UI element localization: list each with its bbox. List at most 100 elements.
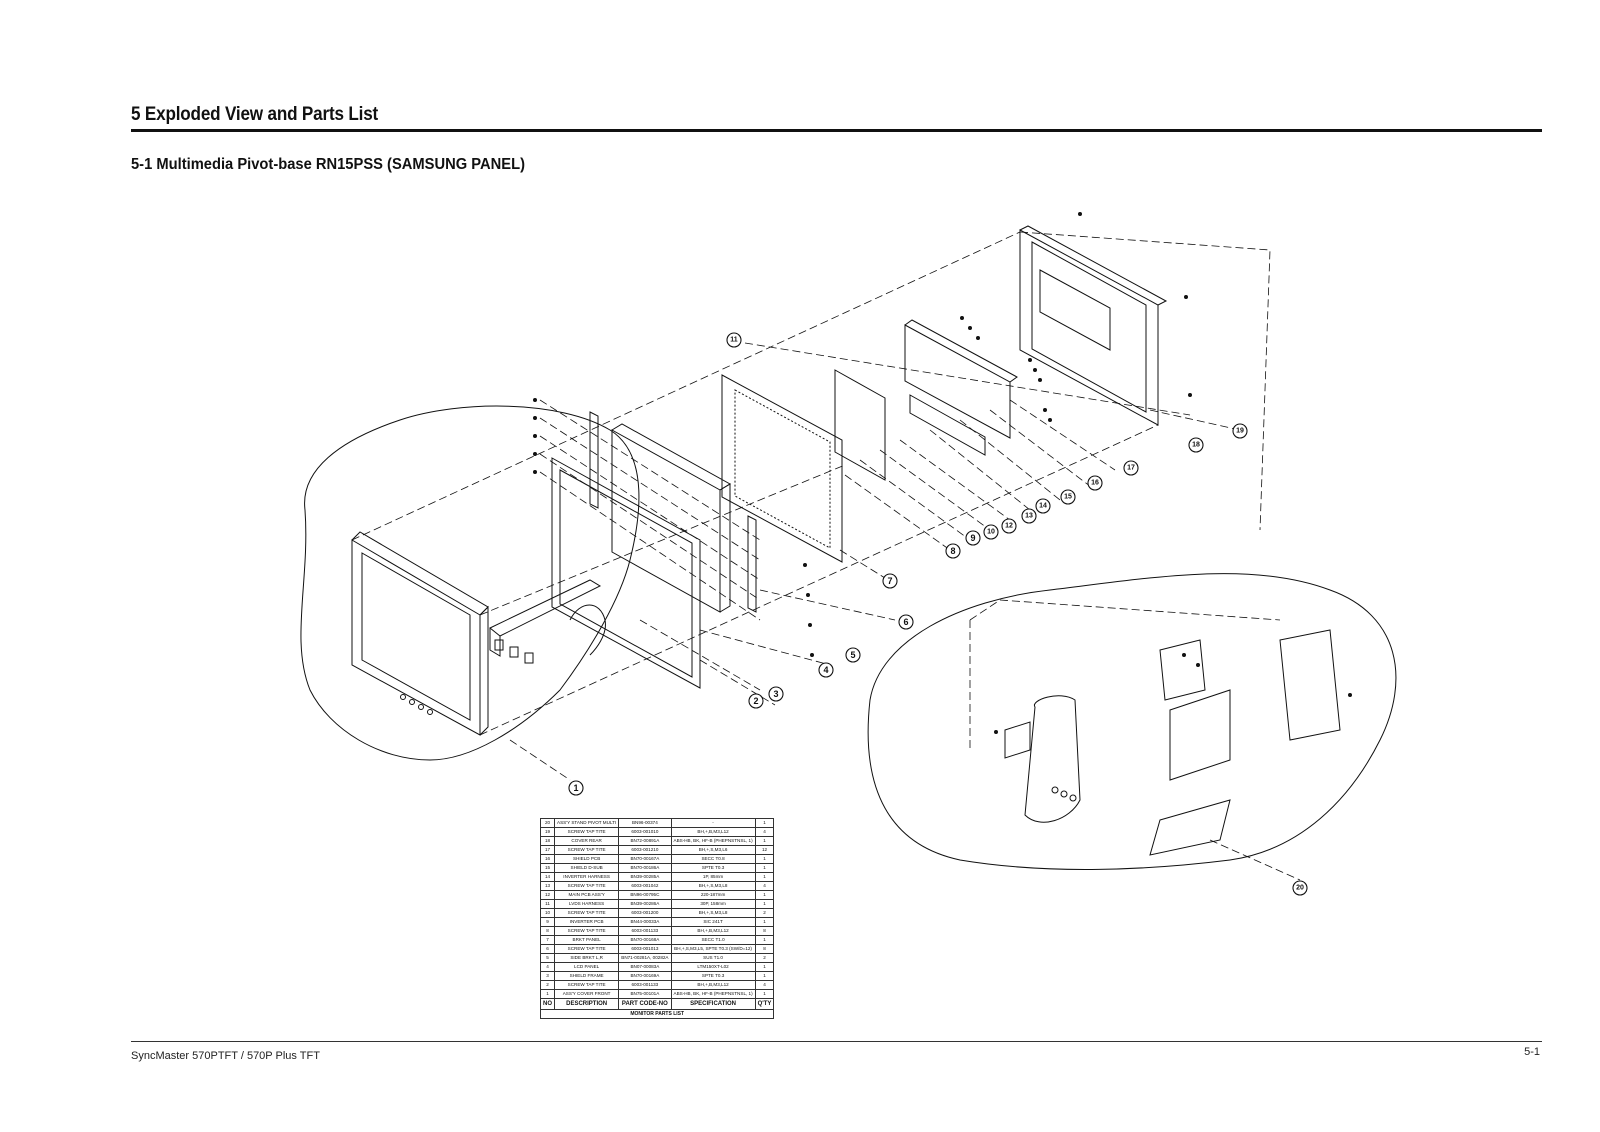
parts-cell-no: 17 bbox=[540, 845, 555, 855]
callout-15-label: 15 bbox=[1064, 494, 1072, 501]
callout-14-label: 14 bbox=[1039, 503, 1047, 510]
parts-cell-no: 11 bbox=[540, 899, 555, 909]
parts-cell-code: BN39-00285A bbox=[618, 872, 672, 882]
parts-cell-qty: 1 bbox=[754, 854, 775, 864]
parts-cell-desc: SHIELD PCB bbox=[553, 854, 620, 864]
callout-8 bbox=[945, 543, 961, 559]
bracket-panel bbox=[721, 374, 843, 563]
parts-cell-code: BN70-00167A bbox=[618, 854, 672, 864]
parts-cell-code: BN07-00083A bbox=[618, 962, 672, 972]
parts-cell-code: BN70-00169A bbox=[618, 971, 672, 981]
parts-cell-qty: 2 bbox=[754, 953, 775, 963]
callout-17 bbox=[1123, 460, 1139, 476]
callout-10-label: 10 bbox=[987, 529, 995, 536]
parts-cell-no: 20 bbox=[540, 818, 555, 828]
parts-cell-qty: 1 bbox=[754, 863, 775, 873]
parts-cell-code: BN96-00795C bbox=[618, 890, 672, 900]
callout-2 bbox=[748, 693, 764, 709]
parts-cell-no: 6 bbox=[540, 944, 555, 954]
parts-cell-qty: 1 bbox=[754, 989, 775, 999]
callout-3-label: 3 bbox=[773, 689, 778, 699]
parts-cell-code: 6003-001133 bbox=[618, 926, 672, 936]
parts-cell-desc: SHIELD D-SUB bbox=[553, 863, 620, 873]
parts-list-caption-row: MONITOR PARTS LIST bbox=[539, 1009, 775, 1019]
parts-cell-desc: SCREW TAP TITE bbox=[553, 827, 620, 837]
parts-cell-code: BN72-00891A bbox=[618, 836, 672, 846]
callout-14 bbox=[1035, 498, 1051, 514]
parts-cell-desc: SCREW TAP TITE bbox=[553, 926, 620, 936]
stand-assembly-outline bbox=[867, 573, 1397, 870]
parts-cell-qty: 2 bbox=[754, 908, 775, 918]
callout-13 bbox=[1021, 508, 1037, 524]
parts-cell-no: 2 bbox=[540, 980, 555, 990]
callout-18 bbox=[1188, 437, 1204, 453]
parts-cell-desc: SHIELD FRAME bbox=[553, 971, 620, 981]
parts-cell-no: 7 bbox=[540, 935, 555, 945]
callout-1 bbox=[568, 780, 584, 796]
side-bracket-right bbox=[747, 515, 757, 613]
parts-cell-qty: 8 bbox=[754, 944, 775, 954]
callout-11 bbox=[726, 332, 742, 348]
parts-cell-spec: SPTE T0.3 bbox=[670, 971, 756, 981]
parts-cell-desc: INVERTER HARNESS bbox=[553, 872, 620, 882]
parts-cell-qty: 1 bbox=[754, 935, 775, 945]
side-bracket-left bbox=[589, 411, 599, 509]
parts-cell-code: 6003-001010 bbox=[618, 827, 672, 837]
parts-cell-qty: 8 bbox=[754, 926, 775, 936]
parts-cell-qty: 1 bbox=[754, 962, 775, 972]
section-title: 5 Exploded View and Parts List bbox=[131, 104, 379, 125]
callout-11-label: 11 bbox=[730, 337, 738, 344]
parts-cell-no: 4 bbox=[540, 962, 555, 972]
callout-18-label: 18 bbox=[1192, 442, 1200, 449]
callout-16-label: 16 bbox=[1091, 480, 1099, 487]
parts-cell-spec: BH,+,B,M3,L12 bbox=[670, 980, 756, 990]
parts-cell-spec: ABS-HB, BK, HF-B (PHEPNSTNSL, 1) bbox=[670, 836, 756, 846]
shield-frame bbox=[551, 457, 701, 689]
front-cover bbox=[351, 531, 489, 736]
callout-5-label: 5 bbox=[850, 650, 855, 660]
callout-10 bbox=[983, 524, 999, 540]
parts-cell-spec: BH,+,S,M3,L5, SPTE T0.3 (SW/D=12) bbox=[670, 944, 756, 954]
parts-cell-desc: SCREW TAP TITE bbox=[553, 944, 620, 954]
parts-cell-code: 6003-001013 bbox=[618, 944, 672, 954]
parts-cell-desc: ASS'Y COVER FRONT bbox=[553, 989, 620, 999]
footer-model: SyncMaster 570PTFT / 570P Plus TFT bbox=[131, 1050, 320, 1062]
callout-15 bbox=[1060, 489, 1076, 505]
callout-16 bbox=[1087, 475, 1103, 491]
parts-cell-qty: 1 bbox=[754, 971, 775, 981]
parts-cell-no: 3 bbox=[540, 971, 555, 981]
callout-9-label: 9 bbox=[970, 533, 975, 543]
parts-cell-spec: SPTE T0.3 bbox=[670, 863, 756, 873]
parts-cell-code: 6003-001210 bbox=[618, 845, 672, 855]
parts-cell-qty: 1 bbox=[754, 818, 775, 828]
parts-cell-code: 6003-001133 bbox=[618, 980, 672, 990]
parts-cell-code: BN71-00281A, 00282A bbox=[618, 953, 672, 963]
callout-4-label: 4 bbox=[823, 665, 828, 675]
parts-cell-code: BN70-00186A bbox=[618, 863, 672, 873]
parts-list-caption: MONITOR PARTS LIST bbox=[539, 1009, 775, 1019]
parts-cell-desc: LCD PANEL bbox=[553, 962, 620, 972]
parts-cell-spec: 220-187mm bbox=[670, 890, 756, 900]
parts-cell-no: 1 bbox=[540, 989, 555, 999]
parts-cell-code: BN70-00168A bbox=[618, 935, 672, 945]
footer-page-number: 5-1 bbox=[1524, 1046, 1540, 1058]
subsection-title: 5-1 Multimedia Pivot-base RN15PSS (SAMSU… bbox=[131, 156, 525, 173]
parts-cell-spec: BH,+,B,M3,L12 bbox=[670, 926, 756, 936]
parts-cell-spec: 30P, 158mm bbox=[670, 899, 756, 909]
callout-9 bbox=[965, 530, 981, 546]
parts-cell-spec: ABS-HB, BK, HF-B (PHEPNSTNSL, 1) bbox=[670, 989, 756, 999]
parts-cell-spec: 1P, 85mm bbox=[670, 872, 756, 882]
parts-cell-qty: 1 bbox=[754, 917, 775, 927]
callout-7 bbox=[882, 573, 898, 589]
parts-cell-desc: COVER REAR bbox=[553, 836, 620, 846]
lcd-panel bbox=[611, 423, 731, 613]
